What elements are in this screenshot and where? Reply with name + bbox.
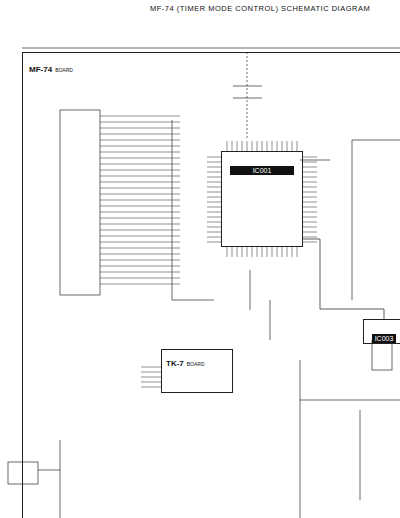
board-frame: MF-74BOARDIC001IC003TK-7BOARD	[22, 52, 400, 518]
ic-chip: IC001	[221, 151, 303, 247]
diagram-title: MF-74 (TIMER MODE CONTROL) SCHEMATIC DIA…	[150, 4, 370, 13]
wire-connector	[303, 239, 384, 319]
node-label: TK-7	[166, 359, 184, 368]
node-sublabel: BOARD	[55, 67, 73, 73]
node-label: MF-74	[29, 65, 52, 74]
board-frame: TK-7BOARD	[161, 349, 233, 393]
ic-chip: IC003	[363, 319, 400, 344]
node-sublabel: BOARD	[187, 361, 205, 367]
node-label: IC003	[372, 334, 396, 343]
node-label: IC001	[230, 166, 294, 175]
